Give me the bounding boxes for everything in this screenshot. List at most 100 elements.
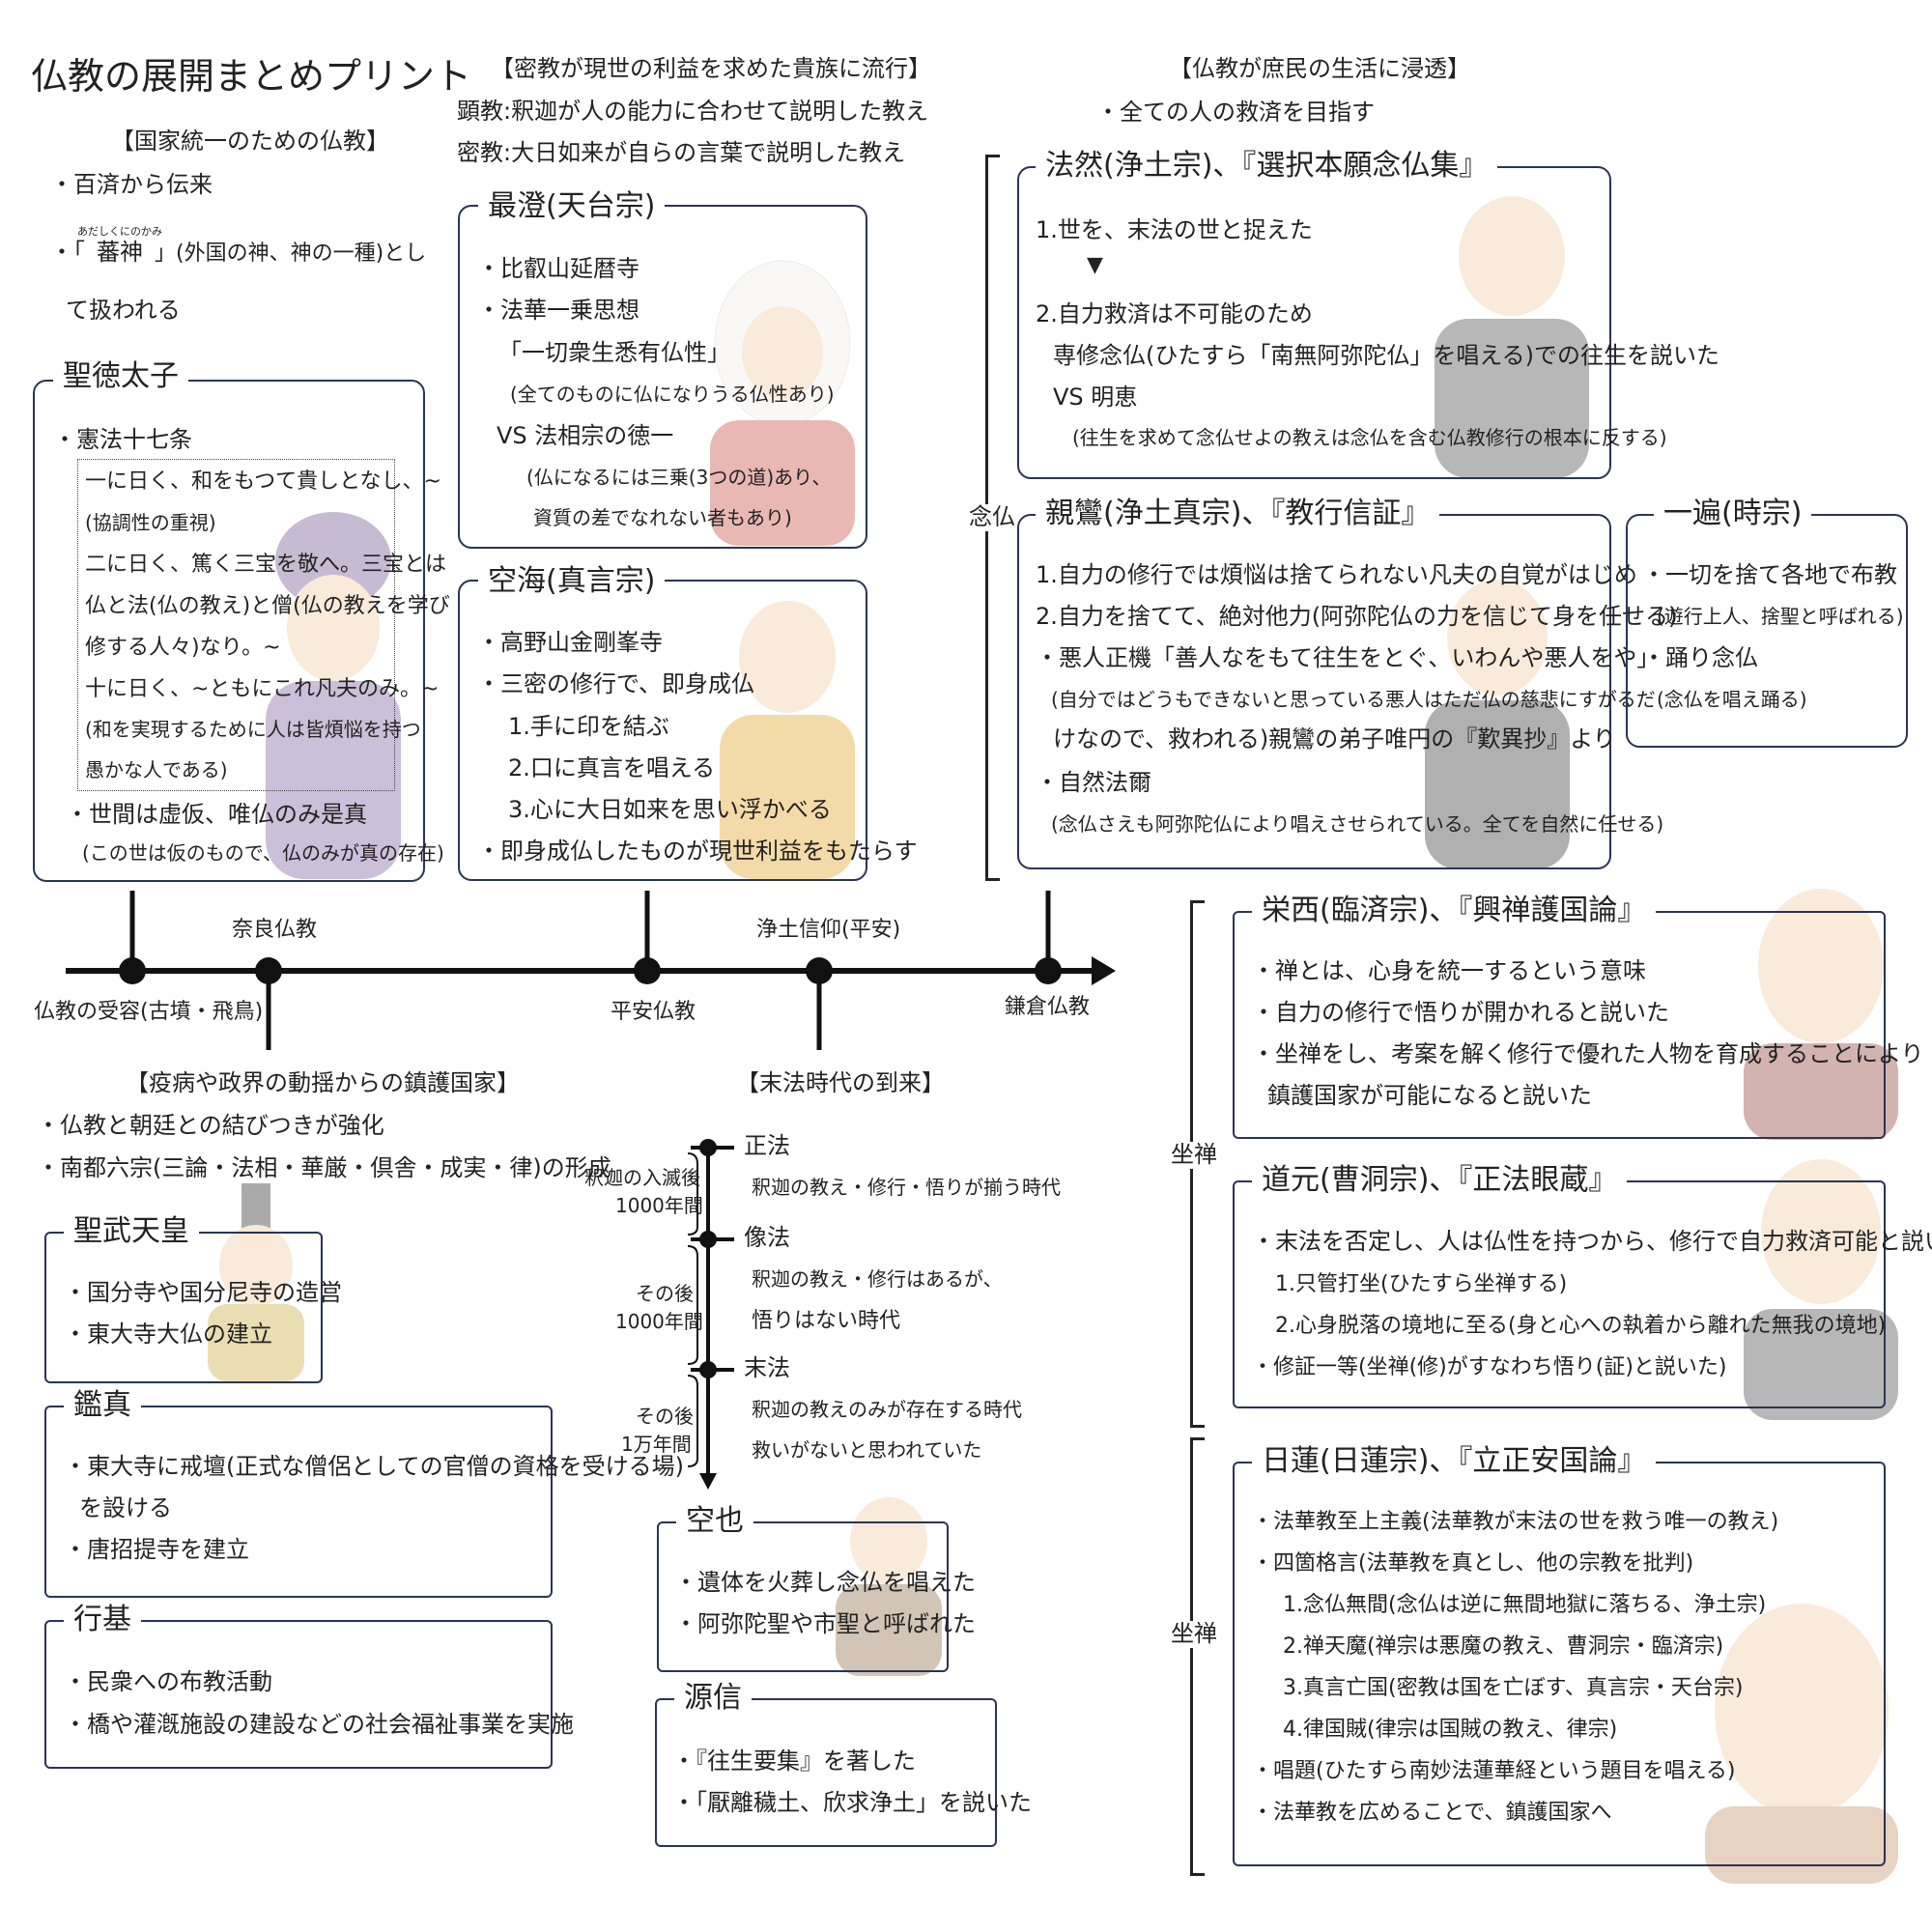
shomin-sub: ・全ての人の救済を目指す (1096, 99, 1375, 126)
eisai-name: 栄西(臨済宗)、『興禅護国論』 (1252, 895, 1657, 926)
kenpo-q2: 二に日く、篤く三宝を敬へ。三宝とは (85, 553, 447, 577)
timeline (66, 891, 1116, 1050)
ganjin-l0: ・東大寺に戒壇(正式な僧侶としての官僧の資格を受ける場) (64, 1453, 685, 1480)
kukai-l2: 1.手に印を結ぶ (508, 713, 669, 740)
dogen-l1: 1.只管打坐(ひたすら坐禅する) (1275, 1272, 1568, 1296)
kukai-l1: ・三密の修行で、即身成仏 (477, 670, 755, 697)
saicho-l1: ・法華一乗思想 (477, 297, 639, 324)
kuya-box (657, 1521, 949, 1672)
honen-illustration (1435, 196, 1589, 478)
tl-kamakura: 鎌倉仏教 (1005, 995, 1091, 1019)
mappo-zoho-d1: 悟りはない時代 (752, 1309, 901, 1333)
gyoki-l0: ・民衆への布教活動 (64, 1668, 272, 1695)
eisai-l1: ・自力の修行で悟りが開かれると説いた (1252, 999, 1669, 1026)
ganjin-name: 鑑真 (64, 1389, 141, 1421)
zazen-label-1: 坐禅 (1171, 1141, 1217, 1169)
ganjin-l2: ・唐招提寺を建立 (64, 1536, 249, 1563)
shinran-l5: ・自然法爾 (1036, 769, 1151, 796)
shotoku-kenpo: ・憲法十七条 (53, 426, 192, 453)
nichiren-name: 日蓮(日蓮宗)、『立正安国論』 (1252, 1445, 1657, 1477)
kenpo-q5: 十に日く、~ともにこれ凡夫のみ。~ (85, 677, 440, 701)
mikkyo-l2: 密教:大日如来が自らの言葉で説明した教え (457, 139, 906, 166)
shinran-illustration (1425, 580, 1570, 869)
shomu-illustration (208, 1183, 304, 1381)
kukai-l4: 3.心に大日如来を思い浮かべる (508, 796, 832, 823)
shinran-l0: 1.自力の修行では煩悩は捨てられない凡夫の自覚がはじめ (1036, 561, 1637, 588)
kuya-l0: ・遺体を火葬し念仏を唱えた (674, 1569, 976, 1596)
chingo-b1: ・仏教と朝廷との結びつきが強化 (37, 1112, 384, 1139)
kuya-illustration (836, 1497, 942, 1676)
saicho-l5: (仏になるには三乗(3つの道)あり、 (526, 466, 832, 489)
mappo-heading: 【末法時代の到来】 (736, 1069, 945, 1096)
kuya-name: 空也 (676, 1505, 753, 1537)
saicho-illustration (710, 260, 855, 546)
mappo-span3-b: 1万年間 (621, 1433, 692, 1456)
genshin-l1: ・「厭離穢土、欣求浄土」を説いた (672, 1789, 1032, 1816)
mappo-zoho-d0: 釈迦の教え・修行はあるが、 (752, 1267, 1003, 1291)
kenpo-q4: 修する人々)なり。~ (85, 636, 281, 660)
kenpo-quote-box (77, 459, 395, 791)
shomu-box (44, 1232, 323, 1383)
honen-l2: 2.自力救済は不可能のため (1036, 300, 1313, 327)
kokka-b1: ・百済から伝来 (50, 171, 213, 198)
ganjin-l1: を設ける (79, 1494, 172, 1521)
ippen-l2: ・踊り念仏 (1642, 644, 1758, 671)
shotoku-b2: ・世間は虚仮、唯仏のみ是真 (66, 801, 367, 828)
kokka-b2c: て扱われる (66, 297, 181, 324)
shotoku-b2n: (この世は仮のもので、仏のみが真の存在) (82, 841, 444, 865)
nichiren-l6: ・唱題(ひたすら南妙法蓮華経という題目を唱える) (1252, 1759, 1736, 1783)
genshin-name: 源信 (674, 1682, 752, 1714)
tl-nara: 奈良仏教 (232, 918, 318, 942)
kukai-l0: ・高野山金剛峯寺 (477, 629, 663, 656)
mappo-span1-b: 1000年間 (615, 1194, 703, 1217)
shomu-name: 聖武天皇 (64, 1215, 199, 1247)
saicho-l4: VS 法相宗の徳一 (497, 422, 674, 449)
shotoku-name: 聖徳太子 (53, 360, 188, 392)
saicho-l3: (全てのものに仏になりうる仏性あり) (510, 383, 835, 406)
genshin-box (655, 1698, 997, 1847)
mappo-mapo-d0: 釈迦の教えのみが存在する時代 (752, 1398, 1022, 1421)
honen-l4: VS 明恵 (1053, 384, 1138, 411)
ippen-name: 一遍(時宗) (1654, 497, 1812, 529)
zazen-label-2: 坐禅 (1171, 1620, 1217, 1648)
kokka-b2b: 」(外国の神、神の一種)とし (155, 242, 427, 266)
mappo-span2-b: 1000年間 (615, 1310, 703, 1333)
kokka-b2a: ・「 (50, 239, 85, 266)
honen-l5: (往生を求めて念仏せよの教えは念仏を含む仏教修行の根本に反する) (1072, 426, 1667, 449)
shinran-l1: 2.自力を捨てて、絶対他力(阿弥陀仏の力を信じて身を任せる) (1036, 603, 1678, 630)
shotoku-illustration (266, 512, 401, 879)
mappo-zoho: 像法 (744, 1224, 790, 1251)
mappo-shoho: 正法 (744, 1132, 790, 1159)
dogen-illustration (1744, 1159, 1898, 1420)
page-title: 仏教の展開まとめプリント (31, 55, 472, 98)
kuya-l1: ・阿弥陀聖や市聖と呼ばれた (674, 1610, 976, 1637)
shomu-l1: ・東大寺大仏の建立 (64, 1321, 272, 1348)
nichiren-l3: 2.禅天魔(禅宗は悪魔の教え、曹洞宗・臨済宗) (1283, 1634, 1724, 1659)
shinran-l6: (念仏さえも阿弥陀仏により唱えさせられている。全てを自然に任せる) (1051, 812, 1664, 836)
nenbutsu-label: 念仏 (969, 503, 1015, 531)
honen-l3: 専修念仏(ひたすら「南無阿弥陀仏」を唱える)での往生を説いた (1053, 342, 1720, 369)
kokka-b2word: 蕃神 (97, 239, 143, 266)
zazen-bracket-2 (1190, 1437, 1205, 1876)
nichiren-l2: 1.念仏無間(念仏は逆に無間地獄に落ちる、浄土宗) (1283, 1593, 1767, 1617)
saicho-l0: ・比叡山延暦寺 (477, 255, 639, 282)
honen-l0: 1.世を、末法の世と捉えた (1036, 216, 1313, 243)
kenpo-q0: 一に日く、和をもつて貴しとなし、~ (85, 469, 441, 494)
ippen-box (1626, 514, 1908, 748)
honen-name: 法然(浄土宗)、『選択本願念仏集』 (1036, 150, 1498, 182)
genshin-l0: ・『往生要集』を著した (672, 1747, 916, 1775)
kenpo-q7: 愚かな人である) (85, 758, 228, 781)
nichiren-l0: ・法華教至上主義(法華教が末法の世を救う唯一の教え) (1252, 1510, 1779, 1534)
mikkyo-heading: 【密教が現世の利益を求めた貴族に流行】 (491, 55, 931, 82)
mappo-mapo-d1: 救いがないと思われていた (752, 1438, 982, 1462)
mappo-span1-a: 釈迦の入滅後 (584, 1166, 700, 1189)
mappo-mapo: 末法 (744, 1354, 790, 1381)
shinran-l4: けなので、救われる)親鸞の弟子唯円の『歎異抄』より (1053, 725, 1616, 753)
gyoki-name: 行基 (64, 1604, 141, 1635)
honen-l1: ▼ (1087, 253, 1103, 277)
ippen-l3: (念仏を唱え踊る) (1657, 688, 1807, 711)
kokka-ruby: あだしくにのかみ (77, 225, 162, 238)
shinran-l3: (自分ではどうもできないと思っている悪人はただ仏の慈悲にすがるだ (1051, 688, 1656, 711)
kenpo-q1: (協調性の重視) (85, 511, 216, 534)
kukai-l5: ・即身成仏したものが現世利益をもたらす (477, 838, 918, 865)
